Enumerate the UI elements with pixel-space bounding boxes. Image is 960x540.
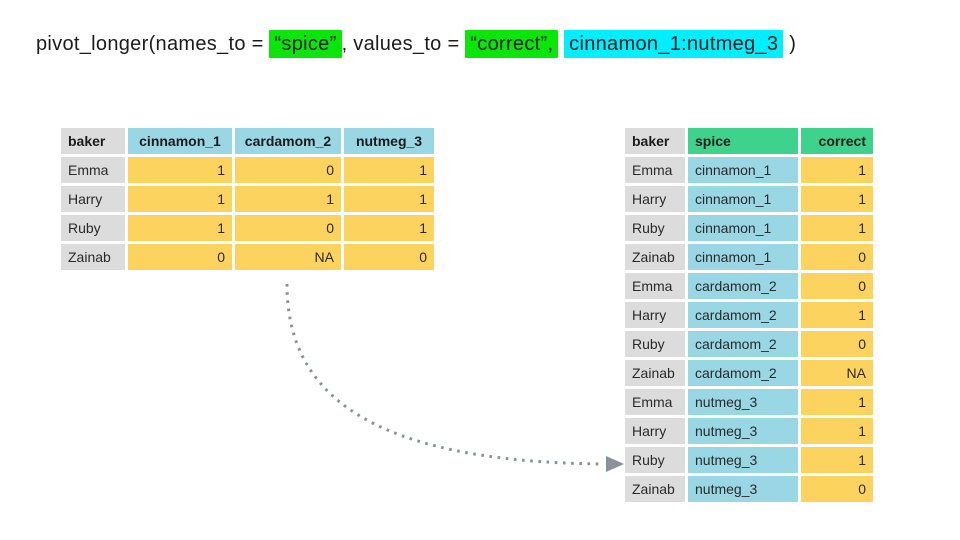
table-cell: Harry: [625, 186, 685, 212]
table-cell: Ruby: [625, 331, 685, 357]
table-cell: Harry: [61, 186, 125, 212]
table-cell: 0: [801, 476, 873, 502]
table-cell: Emma: [61, 157, 125, 183]
table-cell: cinnamon_1: [688, 244, 798, 270]
table-cell: 1: [344, 215, 434, 241]
table-cell: Zainab: [61, 244, 125, 270]
table-cell: 1: [344, 157, 434, 183]
table-cell: 0: [344, 244, 434, 270]
table-cell: Zainab: [625, 476, 685, 502]
table-cell: 1: [128, 215, 232, 241]
table-cell: cinnamon_1: [688, 157, 798, 183]
code-prefix: pivot_longer(names_to =: [36, 33, 270, 55]
table-cell: nutmeg_3: [688, 447, 798, 473]
table-cell: cardamom_2: [688, 331, 798, 357]
table-cell: 1: [128, 157, 232, 183]
table-cell: 1: [801, 186, 873, 212]
pivot-arrow-curve: [285, 283, 605, 466]
table-cell: 1: [801, 447, 873, 473]
code-suffix: ): [783, 33, 797, 55]
table-cell: NA: [801, 360, 873, 386]
values-to-highlight: “correct”,: [465, 30, 559, 58]
table-cell: Emma: [625, 157, 685, 183]
table-cell: 0: [801, 331, 873, 357]
table-cell: 1: [801, 302, 873, 328]
table-cell: 1: [801, 389, 873, 415]
columns-range-highlight: cinnamon_1:nutmeg_3: [564, 30, 784, 58]
table-cell: nutmeg_3: [688, 389, 798, 415]
table-cell: 1: [801, 215, 873, 241]
table-cell: 0: [235, 157, 341, 183]
table-cell: 0: [801, 244, 873, 270]
table-cell: Harry: [625, 302, 685, 328]
table-cell: 0: [128, 244, 232, 270]
column-header-spice: spice: [688, 128, 798, 154]
table-cell: 1: [235, 186, 341, 212]
table-cell: Zainab: [625, 244, 685, 270]
column-header-baker: baker: [625, 128, 685, 154]
table-cell: Ruby: [625, 215, 685, 241]
column-header-cardamom_2: cardamom_2: [235, 128, 341, 154]
table-cell: cardamom_2: [688, 360, 798, 386]
table-cell: 1: [128, 186, 232, 212]
table-cell: Ruby: [625, 447, 685, 473]
column-header-nutmeg_3: nutmeg_3: [344, 128, 434, 154]
names-to-highlight: “spice”: [269, 30, 342, 58]
table-cell: nutmeg_3: [688, 476, 798, 502]
table-cell: 1: [801, 418, 873, 444]
table-cell: 1: [344, 186, 434, 212]
table-cell: 0: [235, 215, 341, 241]
table-cell: nutmeg_3: [688, 418, 798, 444]
column-header-correct: correct: [801, 128, 873, 154]
table-cell: Emma: [625, 273, 685, 299]
code-middle: , values_to =: [341, 33, 466, 55]
table-cell: NA: [235, 244, 341, 270]
table-cell: cinnamon_1: [688, 215, 798, 241]
table-cell: cinnamon_1: [688, 186, 798, 212]
pivot-longer-code: pivot_longer(names_to = “spice”, values_…: [36, 30, 797, 58]
table-cell: cardamom_2: [688, 302, 798, 328]
column-header-baker: baker: [61, 128, 125, 154]
table-cell: cardamom_2: [688, 273, 798, 299]
table-cell: Harry: [625, 418, 685, 444]
column-header-cinnamon_1: cinnamon_1: [128, 128, 232, 154]
table-cell: Ruby: [61, 215, 125, 241]
table-cell: Emma: [625, 389, 685, 415]
table-cell: Zainab: [625, 360, 685, 386]
table-cell: 0: [801, 273, 873, 299]
table-cell: 1: [801, 157, 873, 183]
